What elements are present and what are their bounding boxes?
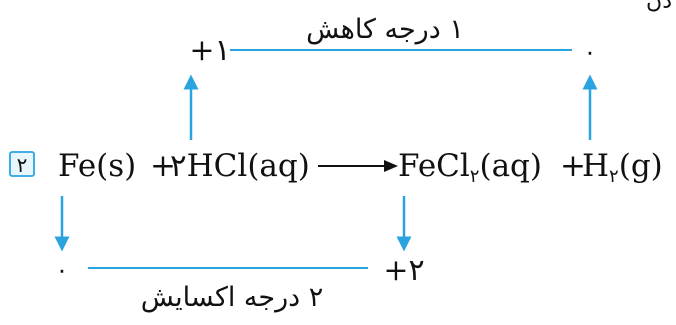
reactant-iron: Fe(s) (58, 148, 136, 184)
partial-heading-fragment: دن (646, 0, 672, 14)
reactant-hydrochloric-acid: ۲HCl(aq) (170, 148, 310, 184)
plus-sign-2: + (560, 148, 586, 184)
hydrogen-end-oxidation-state: ۰ (584, 38, 597, 66)
oxidation-label: ۲ درجه اکسایش (141, 282, 324, 313)
reaction-arrow-head (384, 160, 398, 172)
question-number-badge (9, 151, 35, 177)
iron-end-oxidation-state: +۲ (383, 253, 424, 288)
product-iron-chloride-subscript: ۲ (470, 166, 480, 187)
hydrogen-start-oxidation-state: +۱ (189, 33, 230, 68)
product-hydrogen-subscript: ۲ (609, 166, 619, 187)
product-hydrogen-formula: H (582, 148, 609, 184)
product-iron-chloride-state: (aq) (479, 148, 542, 184)
question-number: ۲ (17, 153, 28, 177)
product-iron-chloride-formula: FeCl (398, 148, 470, 184)
product-hydrogen-state: (g) (619, 148, 663, 184)
iron-start-oxidation-state: ۰ (56, 256, 69, 284)
plus-sign-1: + (150, 148, 176, 184)
product-hydrogen: H۲(g) (582, 148, 663, 187)
reduction-label: ۱ درجه کاهش (306, 14, 464, 45)
product-iron-chloride: FeCl۲(aq) (398, 148, 542, 187)
